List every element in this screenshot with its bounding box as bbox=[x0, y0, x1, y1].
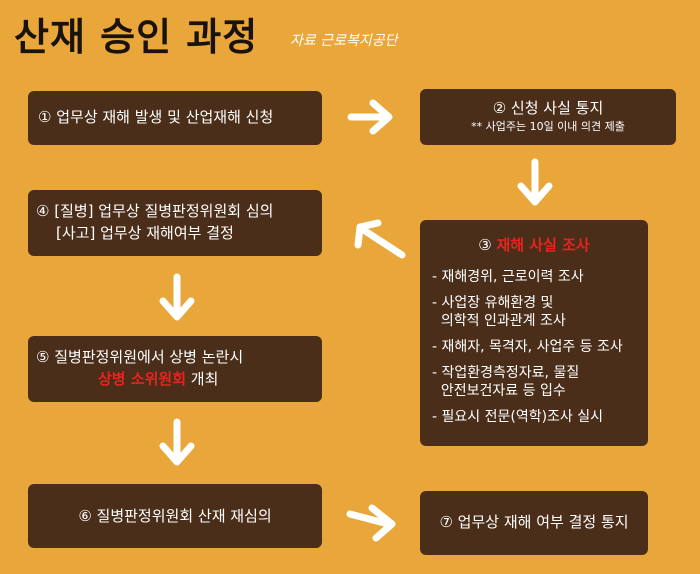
step-2-note: ** 사업주는 10일 이내 의견 제출 bbox=[471, 120, 625, 133]
step-3-box: ③ 재해 사실 조사 - 재해경위, 근로이력 조사 - 사업장 유해환경 및 … bbox=[420, 220, 648, 446]
step-5-line-1: ⑤ 질병판정위원에서 상병 논란시 bbox=[36, 348, 244, 366]
step-1-label: ① 업무상 재해 발생 및 산업재해 신청 bbox=[38, 108, 274, 126]
arrow-down-icon bbox=[517, 158, 553, 206]
step-3-item: - 재해자, 목격자, 사업주 등 조사 bbox=[432, 339, 623, 355]
step-4-line-1: ④ [질병] 업무상 질병판정위원회 심의 bbox=[36, 202, 274, 220]
step-3-heading: ③ 재해 사실 조사 bbox=[420, 234, 648, 256]
step-5-line-2: 상병 소위원회 개최 bbox=[36, 368, 322, 390]
step-5-suffix: 개최 bbox=[186, 370, 219, 388]
step-3-item: 의학적 인과관계 조사 bbox=[432, 313, 566, 329]
step-3-title: 재해 사실 조사 bbox=[496, 236, 590, 254]
step-3-item: 안전보건자료 등 입수 bbox=[432, 383, 566, 399]
step-3-item: - 작업환경측정자료, 물질 bbox=[432, 365, 580, 381]
source-credit: 자료 근로복지공단 bbox=[290, 33, 398, 49]
arrow-diagonal-icon bbox=[354, 219, 406, 259]
step-3-number: ③ bbox=[478, 236, 492, 254]
step-2-box: ② 신청 사실 통지 ** 사업주는 10일 이내 의견 제출 bbox=[420, 89, 676, 145]
step-5-box: ⑤ 질병판정위원에서 상병 논란시 상병 소위원회 개최 bbox=[28, 336, 322, 402]
step-6-box: ⑥ 질병판정위원회 산재 재심의 bbox=[28, 484, 322, 548]
arrow-down-icon bbox=[159, 273, 195, 321]
step-4-line-2: [사고] 업무상 재해여부 결정 bbox=[56, 224, 234, 242]
step-4-box: ④ [질병] 업무상 질병판정위원회 심의 [사고] 업무상 재해여부 결정 bbox=[28, 190, 322, 256]
step-7-label: ⑦ 업무상 재해 여부 결정 통지 bbox=[439, 513, 629, 531]
arrow-right-icon bbox=[347, 99, 393, 135]
step-3-item-list: - 재해경위, 근로이력 조사 - 사업장 유해환경 및 의학적 인과관계 조사… bbox=[432, 268, 648, 426]
step-6-label: ⑥ 질병판정위원회 산재 재심의 bbox=[78, 507, 272, 525]
step-1-box: ① 업무상 재해 발생 및 산업재해 신청 bbox=[28, 91, 322, 145]
page-title: 산재 승인 과정 bbox=[14, 15, 259, 59]
arrow-right-icon bbox=[346, 504, 396, 542]
step-5-highlight: 상병 소위원회 bbox=[98, 370, 187, 388]
step-3-item: - 재해경위, 근로이력 조사 bbox=[432, 269, 584, 285]
step-3-item: - 사업장 유해환경 및 bbox=[432, 295, 554, 311]
step-2-label: ② 신청 사실 통지 bbox=[492, 99, 604, 117]
step-7-box: ⑦ 업무상 재해 여부 결정 통지 bbox=[420, 491, 648, 555]
arrow-down-icon bbox=[159, 418, 195, 466]
step-3-item: - 필요시 전문(역학)조사 실시 bbox=[432, 409, 604, 425]
